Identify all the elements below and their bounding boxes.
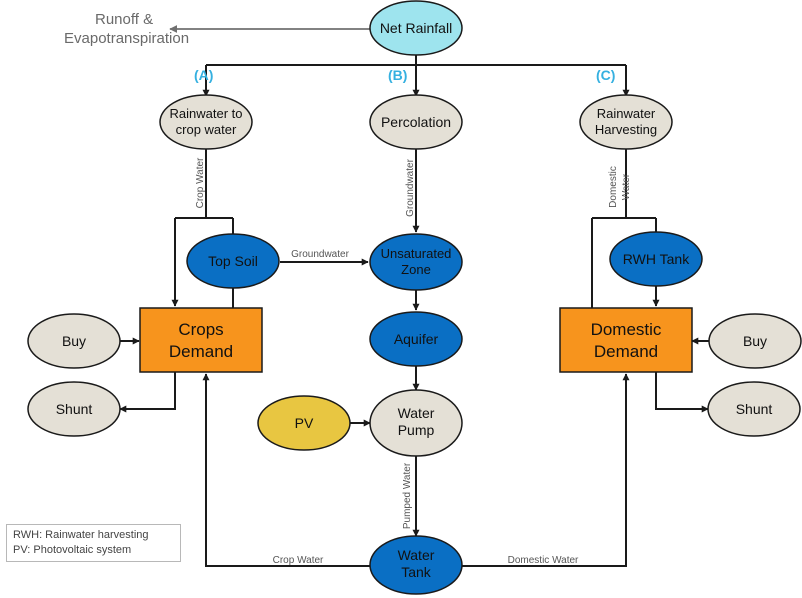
- runoff-label-2: Evapotranspiration: [64, 30, 189, 47]
- node-net-rainfall: Net Rainfall: [369, 0, 463, 56]
- node-rainwater-harvesting-label-1: Rainwater: [597, 106, 656, 121]
- node-water-pump: Water Pump: [369, 389, 463, 457]
- runoff-label-1: Runoff &: [95, 11, 153, 28]
- node-pv-label: PV: [295, 415, 314, 431]
- node-water-tank-shape: [369, 535, 463, 595]
- node-domestic-demand-shape: [559, 307, 693, 373]
- node-rainwater-to-crop-label-2: crop water: [176, 122, 237, 137]
- branch-label-c: (C): [596, 67, 615, 83]
- node-rwh-tank: RWH Tank: [609, 231, 703, 287]
- node-water-tank-label-2: Tank: [401, 564, 432, 580]
- node-rwh-tank-label: RWH Tank: [623, 251, 690, 267]
- node-buy-right: Buy: [708, 313, 802, 369]
- node-top-soil-label: Top Soil: [208, 253, 258, 269]
- node-shunt-right-shape: [707, 381, 801, 437]
- node-crops-demand-label-2: Demand: [169, 342, 233, 361]
- node-percolation: Percolation: [369, 94, 463, 150]
- node-percolation-label: Percolation: [381, 114, 451, 130]
- node-water-pump-label-2: Pump: [398, 422, 435, 438]
- node-buy-right-label: Buy: [743, 333, 767, 349]
- legend-item-pv: PV: Photovoltaic system: [13, 544, 132, 556]
- node-unsaturated-zone-shape: [369, 233, 463, 291]
- node-rainwater-to-crop: Rainwater to crop water: [159, 94, 253, 150]
- legend-box: RWH: Rainwater harvesting PV: Photovolta…: [6, 524, 181, 562]
- node-crops-demand-shape: [139, 307, 263, 373]
- domestic-water-vertical-label-1: Domestic: [608, 166, 619, 208]
- node-buy-left-shape: [27, 313, 121, 369]
- node-rwh-tank-shape: [609, 231, 703, 287]
- legend-item-rwh: RWH: Rainwater harvesting: [13, 529, 149, 541]
- crops-to-shunt: [119, 372, 176, 413]
- node-unsaturated-zone: Unsaturated Zone: [369, 233, 463, 291]
- node-crops-demand: Crops Demand: [139, 307, 263, 373]
- node-unsaturated-zone-label-1: Unsaturated: [381, 246, 452, 261]
- domestic-to-shunt: [655, 372, 709, 413]
- node-shunt-right-label: Shunt: [736, 401, 773, 417]
- connectors: [119, 25, 710, 567]
- domestic-water-vertical-label-2: Water: [621, 173, 632, 200]
- node-shunt-left: Shunt: [27, 381, 121, 437]
- node-unsaturated-zone-label-2: Zone: [401, 262, 431, 277]
- node-shunt-left-shape: [27, 381, 121, 437]
- node-rainwater-harvesting: Rainwater Harvesting: [579, 94, 673, 150]
- node-rainwater-to-crop-label-1: Rainwater to: [170, 106, 243, 121]
- tank-to-crops: [202, 373, 370, 567]
- node-rainwater-harvesting-label-2: Harvesting: [595, 122, 657, 137]
- groundwater-vertical-label: Groundwater: [405, 158, 416, 216]
- nodes: Net Rainfall Rainwater to crop water Per…: [27, 0, 802, 595]
- groundwater-horizontal-label: Groundwater: [291, 249, 349, 260]
- node-top-soil-shape: [186, 233, 280, 289]
- crop-water-vertical-label: Crop Water: [195, 157, 206, 208]
- node-percolation-shape: [369, 94, 463, 150]
- node-domestic-demand-label-2: Demand: [594, 342, 658, 361]
- pumped-water-label: Pumped Water: [402, 462, 413, 529]
- node-buy-left-label: Buy: [62, 333, 86, 349]
- branch-label-a: (A): [194, 67, 213, 83]
- edge-labels: Runoff & Evapotranspiration (A) (B) (C) …: [64, 11, 632, 566]
- node-shunt-right: Shunt: [707, 381, 801, 437]
- node-net-rainfall-shape: [369, 0, 463, 56]
- node-buy-right-shape: [708, 313, 802, 369]
- crop-water-bottom-label: Crop Water: [273, 555, 324, 566]
- node-water-tank-label-1: Water: [398, 547, 435, 563]
- node-aquifer: Aquifer: [369, 311, 463, 367]
- node-crops-demand-label-1: Crops: [178, 320, 223, 339]
- node-domestic-demand: Domestic Demand: [559, 307, 693, 373]
- node-rainwater-to-crop-shape: [159, 94, 253, 150]
- node-net-rainfall-label: Net Rainfall: [380, 20, 452, 36]
- node-shunt-left-label: Shunt: [56, 401, 93, 417]
- tank-to-domestic: [462, 373, 630, 567]
- node-domestic-demand-label-1: Domestic: [591, 320, 662, 339]
- node-water-pump-label-1: Water: [398, 405, 435, 421]
- node-top-soil: Top Soil: [186, 233, 280, 289]
- branch-label-b: (B): [388, 67, 407, 83]
- domestic-water-bottom-label: Domestic Water: [508, 555, 579, 566]
- node-water-pump-shape: [369, 389, 463, 457]
- node-pv-shape: [257, 395, 351, 451]
- node-pv: PV: [257, 395, 351, 451]
- node-aquifer-shape: [369, 311, 463, 367]
- node-aquifer-label: Aquifer: [394, 331, 439, 347]
- node-buy-left: Buy: [27, 313, 121, 369]
- node-water-tank: Water Tank: [369, 535, 463, 595]
- node-rainwater-harvesting-shape: [579, 94, 673, 150]
